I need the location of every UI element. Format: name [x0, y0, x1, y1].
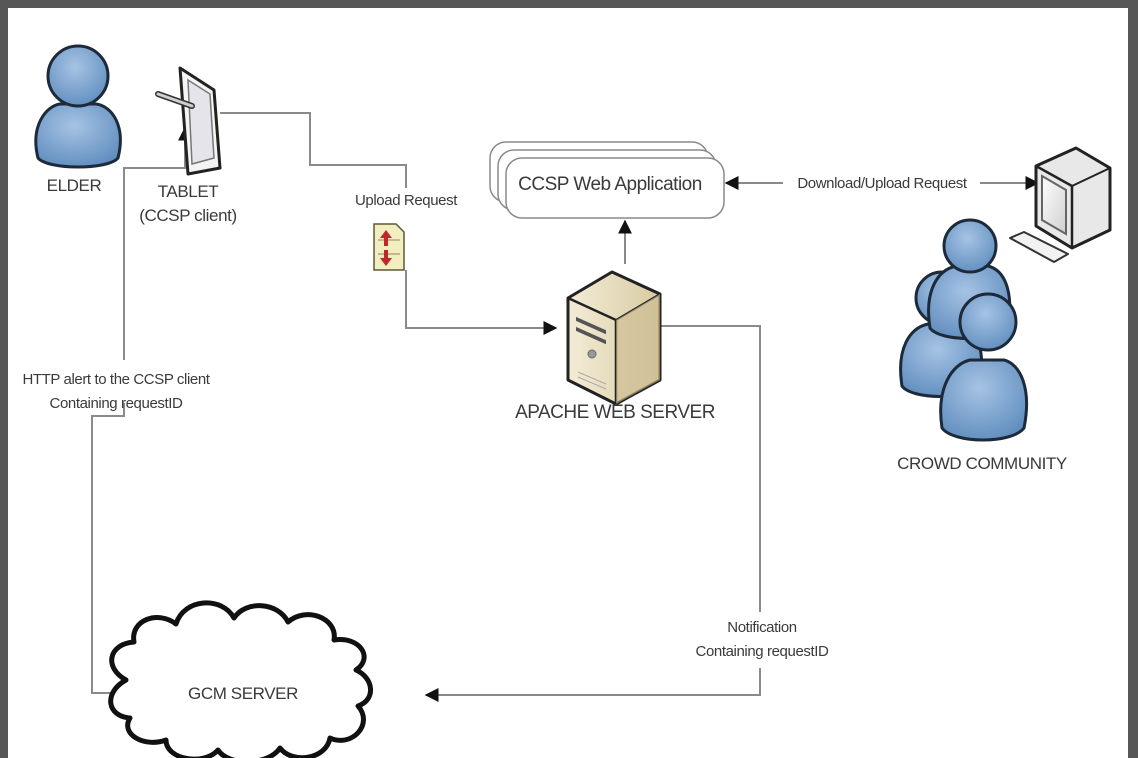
connector-notification-upper: [660, 325, 761, 612]
http-alert-label-line2: Containing requestID: [50, 395, 183, 412]
gcm-label: GCM SERVER: [188, 684, 298, 703]
upload-request-label: Upload Request: [355, 192, 458, 209]
connector-upload-request: [220, 112, 407, 188]
tablet-label-line2: (CCSP client): [139, 206, 236, 225]
architecture-diagram: ELDER TABLET (CCSP client) Upload Reques…: [22, 44, 1112, 758]
download-upload-label: Download/Upload Request: [797, 175, 967, 192]
apache-label: APACHE WEB SERVER: [515, 402, 715, 423]
http-alert-label-line1: HTTP alert to the CCSP client: [22, 371, 210, 388]
server-tower-icon: [566, 270, 662, 406]
upload-document-icon: [373, 223, 405, 271]
crowd-label: CROWD COMMUNITY: [897, 454, 1067, 473]
connector-http-alert-lower: [91, 403, 125, 694]
connector-upload-request-lower: [405, 270, 558, 335]
connector-notification-lower: [424, 668, 761, 702]
elder-person-icon: [34, 44, 122, 169]
connector-http-alert-upper: [123, 126, 192, 360]
computer-monitor-icon: [1009, 146, 1112, 263]
tablet-icon: [155, 66, 222, 176]
notification-label-line2: Containing requestID: [696, 643, 829, 660]
elder-label: ELDER: [47, 176, 102, 195]
cloud-icon: [108, 600, 373, 758]
web-app-label: CCSP Web Application: [518, 174, 702, 195]
crowd-group-icon: [899, 218, 1029, 442]
web-app-stack-icon: [489, 141, 725, 219]
diagram-canvas: ELDER TABLET (CCSP client) Upload Reques…: [8, 8, 1128, 758]
notification-label-line1: Notification: [727, 619, 796, 636]
tablet-label-line1: TABLET: [158, 182, 219, 201]
